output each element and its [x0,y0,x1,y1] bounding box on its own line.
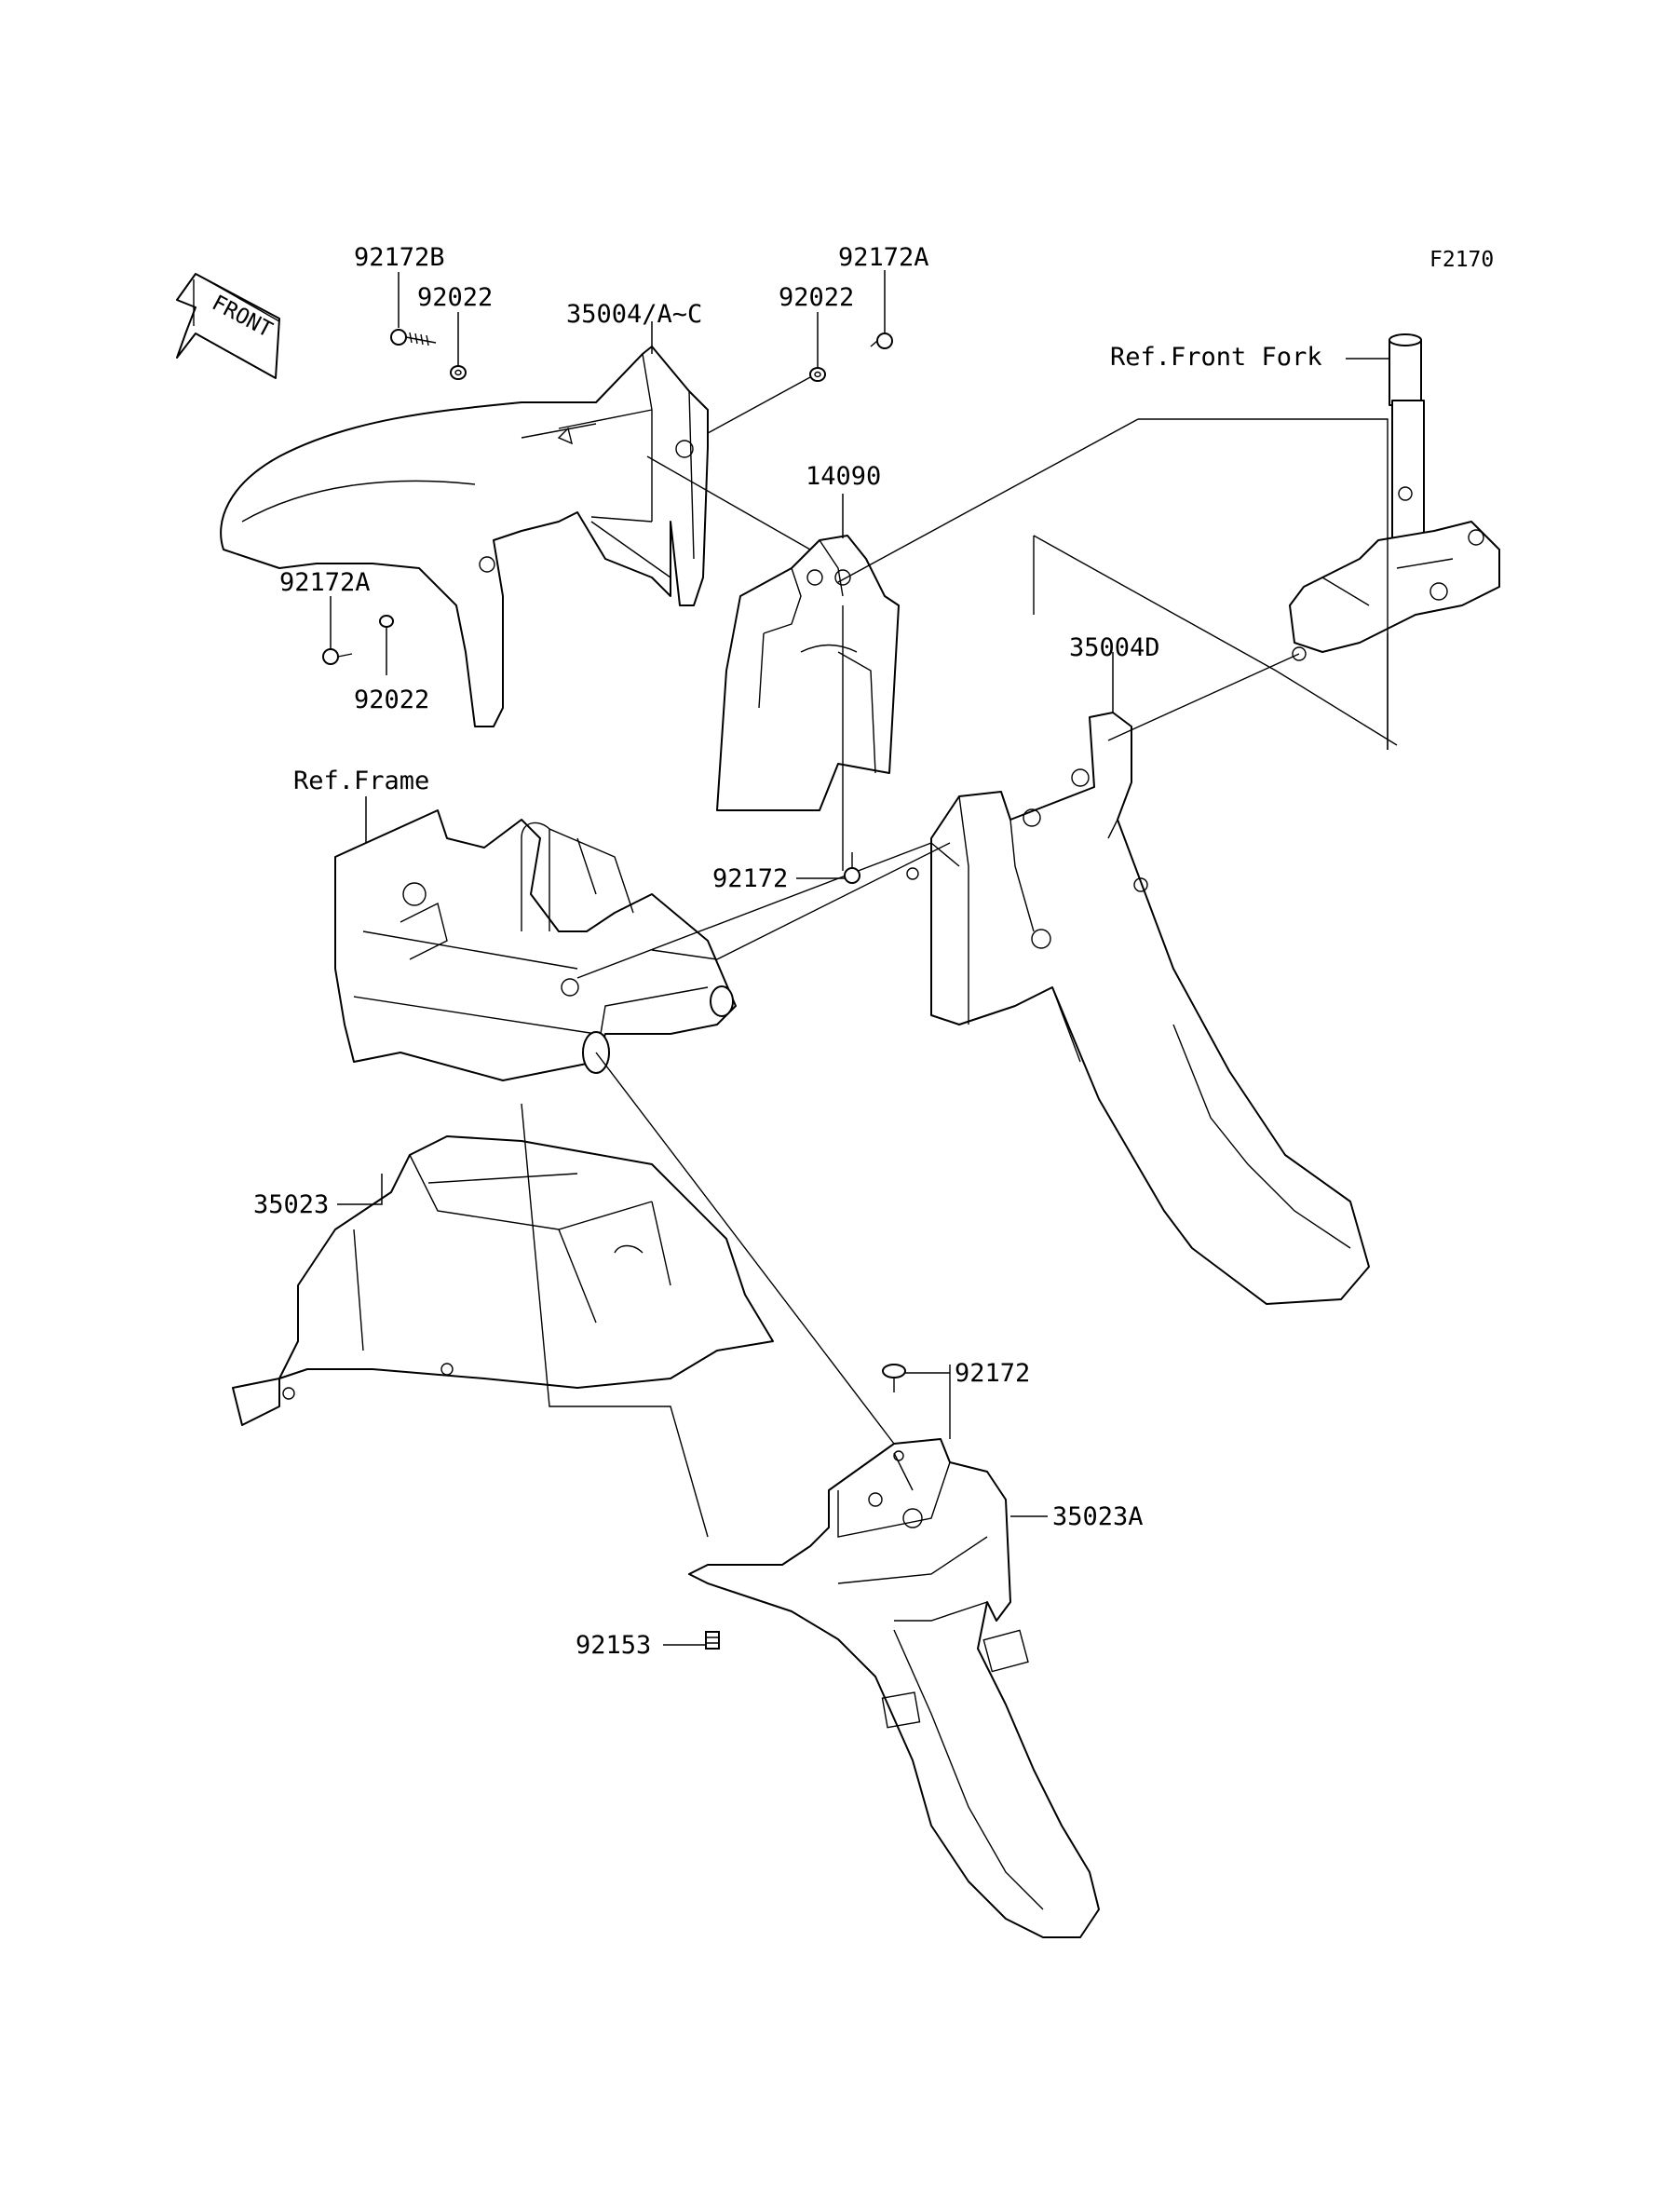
label-92022-top-right: 92022 [779,283,854,312]
bolt-92172-low-icon [882,1364,906,1392]
label-35023: 35023 [253,1190,329,1219]
label-ref-frame: Ref.Frame [293,767,429,795]
bolt-92172A-top-icon [870,333,893,349]
front-fork-stem [1289,333,1500,661]
label-92153: 92153 [576,1631,651,1660]
washer-92022-left-icon [379,615,394,628]
label-35004D: 35004D [1069,633,1160,662]
front-arrow-icon: FRONT [176,273,280,379]
label-35023A: 35023A [1052,1502,1144,1531]
label-14090: 14090 [806,462,881,491]
label-92022-top-left: 92022 [417,283,493,312]
label-92172A-top: 92172A [838,243,929,272]
label-92172-low: 92172 [955,1359,1030,1388]
label-ref-front-fork: Ref.Front Fork [1110,343,1322,372]
washer-92022-top-right-icon [809,367,826,382]
label-92022-left: 92022 [354,686,429,714]
fender-35023A [688,1438,1100,1938]
figure-code: F2170 [1429,248,1494,272]
bolt-92172A-left-icon [322,648,353,665]
label-92172B: 92172B [354,243,445,272]
washer-92022-top-left-icon [450,365,467,380]
fork-cover-14090 [716,535,900,811]
label-35004-AC: 35004/A~C [566,300,702,329]
frame [334,809,737,1081]
assembly-guide-lines [521,376,1398,1538]
label-92172A-left: 92172A [279,568,371,597]
front-fender [220,346,709,727]
part-labels: 92172B 92022 35004/A~C 92022 92172A Ref.… [253,243,1322,1660]
inner-fender-35023 [232,1135,774,1426]
fender-35004D [906,712,1370,1305]
leader-lines [330,270,1389,1646]
label-92172-mid: 92172 [712,864,788,893]
bolt-92172-mid-icon [844,852,860,884]
bolt-92153-icon [705,1631,720,1650]
bolt-92172B-icon [390,329,437,346]
